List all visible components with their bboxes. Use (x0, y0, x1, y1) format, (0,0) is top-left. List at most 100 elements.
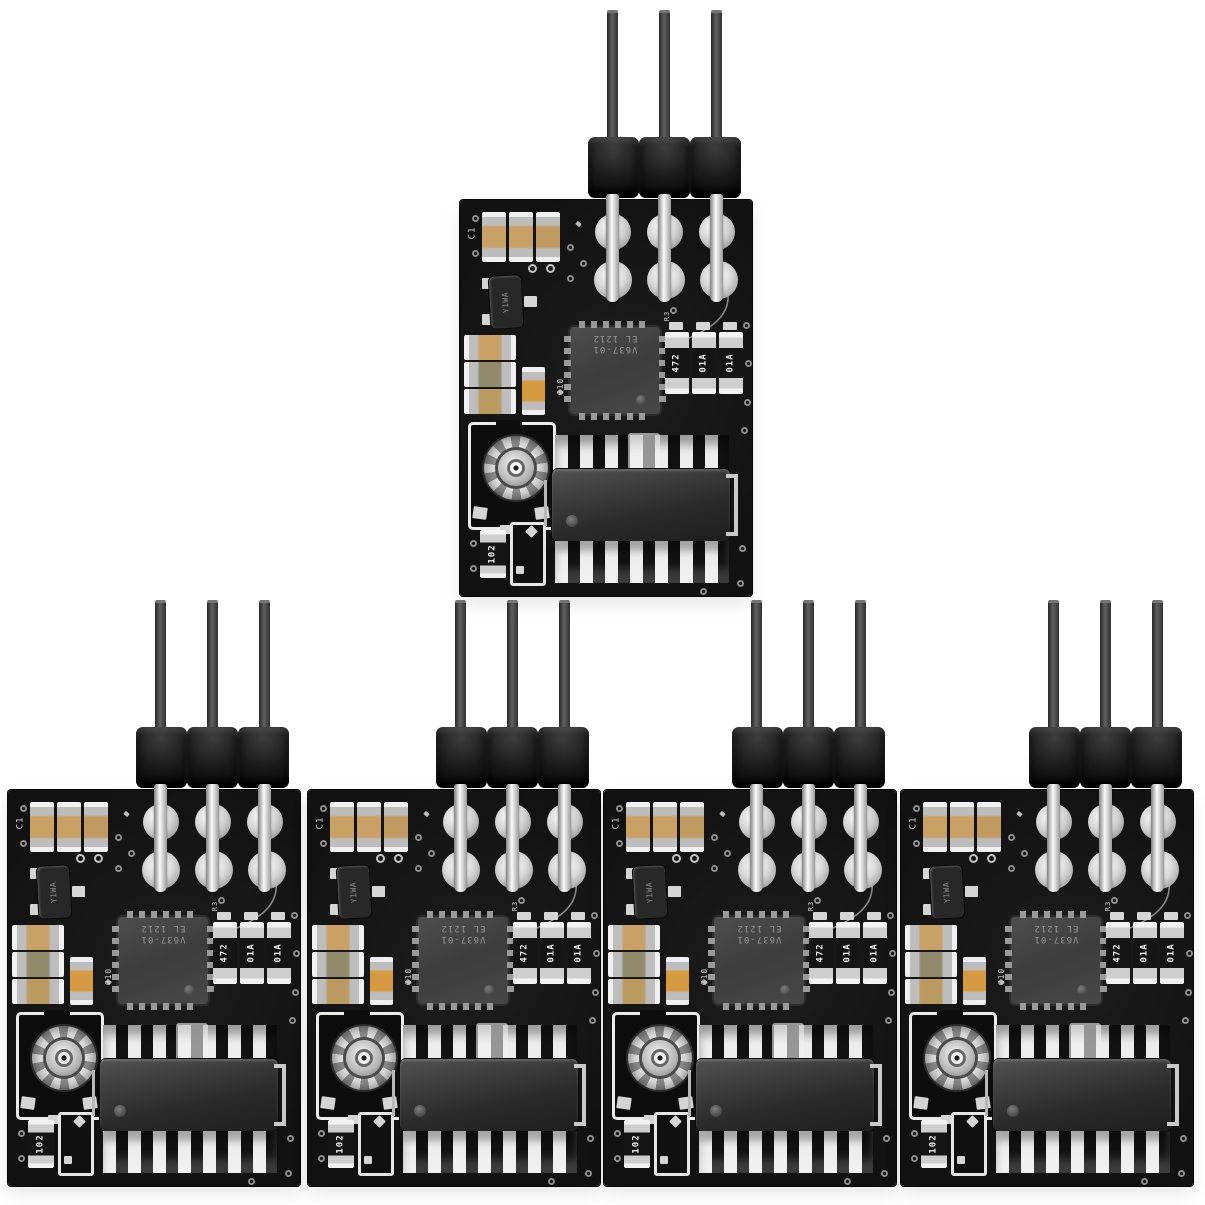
soic-ic (100, 1059, 278, 1131)
smd-capacitor (905, 952, 957, 977)
solder-pad (82, 1096, 98, 1110)
smd-capacitor (509, 212, 533, 262)
header-plastic-spacer-3 (690, 137, 741, 198)
qfn-ic: V637-01 EL 1212 (112, 911, 214, 1010)
soic-ic (993, 1059, 1171, 1131)
solder-pad (660, 1156, 668, 1164)
pot-screw (358, 1052, 370, 1064)
header-plastic-spacer-2 (487, 727, 538, 788)
smd-capacitor-c10 (522, 367, 545, 415)
resistor-102: 102 (28, 1120, 54, 1168)
solder-pad (1110, 912, 1124, 920)
header-pin-top-3 (259, 600, 270, 730)
qfn-pins (564, 336, 571, 405)
component-outline-box (654, 1112, 690, 1176)
silk-line (1175, 1064, 1179, 1126)
via-dot (18, 1155, 25, 1162)
qfn-pins (412, 926, 419, 995)
smd-capacitor (653, 802, 677, 852)
smd-capacitor (384, 802, 408, 852)
smd-capacitor (482, 212, 506, 262)
via-dot (428, 850, 435, 857)
smd-capacitor (608, 952, 660, 977)
solder-pad (525, 525, 538, 538)
qfn-pins (112, 926, 119, 995)
header-plastic-spacer-1 (732, 727, 783, 788)
soic-ic (400, 1059, 578, 1131)
via-dot (20, 805, 27, 812)
qfn-ic: V637-01 EL 1212 (708, 911, 810, 1010)
via-dot (913, 805, 920, 812)
transistor-marking: Y1WA (348, 881, 360, 903)
via-dot (881, 1170, 888, 1177)
header-plastic-spacer-2 (639, 137, 690, 198)
resistor-102: 102 (328, 1120, 354, 1168)
pot-rotor (925, 1026, 989, 1090)
via-dot (115, 834, 122, 841)
qfn-pins (708, 926, 715, 995)
via-dot (415, 834, 422, 841)
header-plastic-spacer-3 (1131, 727, 1182, 788)
via-dot (20, 840, 27, 847)
header-pin-bottom-1 (1047, 784, 1060, 892)
component-outline-box (951, 1112, 987, 1176)
via-dot (248, 1178, 255, 1185)
via-dot (1185, 989, 1192, 996)
solder-pad (1137, 912, 1151, 920)
via-dot (470, 540, 477, 547)
header-pin-bottom-1 (154, 784, 167, 892)
header-pin-top-2 (659, 10, 670, 140)
via-dot (889, 950, 896, 957)
via-dot (741, 427, 748, 434)
solder-pad (696, 322, 710, 330)
qfn-ic: V637-01 EL 1212 (564, 321, 666, 420)
smd-capacitor (30, 802, 54, 852)
via-dot (320, 805, 327, 812)
qfn-pins (207, 926, 214, 995)
via-dot (472, 250, 479, 257)
solder-pad (20, 1096, 36, 1110)
via-dot (1008, 865, 1015, 872)
silk-line (688, 1070, 691, 1116)
via-dot (913, 840, 920, 847)
transistor-marking: Y1WA (644, 881, 656, 903)
smd-capacitor (680, 802, 704, 852)
pot-hub (346, 1040, 382, 1076)
via-dot (616, 805, 623, 812)
solder-pad (64, 1156, 72, 1164)
silk-pad-ring (394, 854, 403, 863)
smd-capacitor (977, 802, 1001, 852)
solder-speck (123, 810, 130, 818)
resistor-01a-2: 01A (1160, 922, 1184, 984)
via-dot (1008, 834, 1015, 841)
silk-label-r3: R3 (1104, 900, 1113, 912)
via-dot (472, 215, 479, 222)
solder-pad (571, 912, 585, 920)
silk-line (582, 1064, 586, 1126)
smd-capacitor (357, 802, 381, 852)
silk-pad-ring (546, 264, 555, 273)
qfn-pins (127, 911, 199, 918)
pot-hub (46, 1040, 82, 1076)
via-dot (1111, 897, 1118, 904)
soic-ic (552, 469, 730, 541)
header-plastic-spacer-1 (588, 137, 639, 198)
via-dot (585, 1170, 592, 1177)
via-dot (292, 989, 299, 996)
sot23-transistor: Y1WA (632, 865, 668, 919)
via-dot (287, 1135, 294, 1142)
trimmer-potentiometer (468, 420, 556, 530)
pot-screw (58, 1052, 70, 1064)
solder-pad (867, 912, 881, 920)
header-plastic-spacer-2 (1080, 727, 1131, 788)
smd-capacitor-c10 (963, 957, 986, 1005)
solder-trace (644, 1115, 656, 1124)
pot-notch (44, 1010, 70, 1019)
silk-pad-ring (376, 854, 385, 863)
resistor-472: 472 (1106, 922, 1130, 984)
solder-pad (372, 886, 385, 897)
solder-speck (719, 810, 726, 818)
via-dot (1184, 912, 1191, 919)
via-dot (614, 1155, 621, 1162)
soic-pins-bottom (403, 1131, 577, 1173)
